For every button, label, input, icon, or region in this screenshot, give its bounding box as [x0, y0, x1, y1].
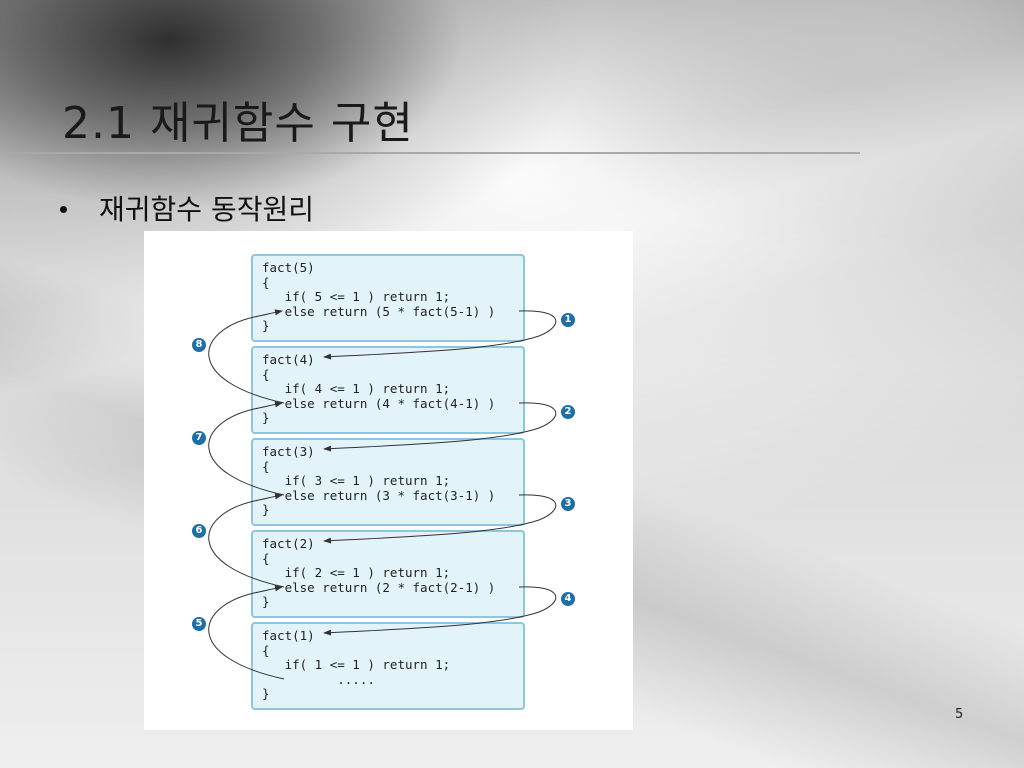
call-frame-fact2: fact(2) { if( 2 <= 1 ) return 1; else re…: [251, 530, 525, 618]
code-line: {: [262, 550, 270, 566]
bullet-item: 재귀함수 동작원리: [60, 188, 314, 228]
call-arrow-1: [323, 310, 557, 360]
return-arrow-5: [208, 585, 285, 680]
flow-arrows: [208, 309, 557, 680]
code-line: if( 5 <= 1 ) return 1;: [262, 289, 451, 304]
page-number: 5: [955, 707, 964, 722]
code-line: fact(2): [262, 536, 315, 551]
step-badge-2: 2: [561, 405, 575, 419]
code-line: fact(5): [262, 260, 315, 275]
call-arrow-3: [323, 494, 557, 544]
title-underline: [0, 152, 860, 154]
code-line: }: [262, 594, 270, 609]
code-line: else return (4 * fact(4-1) ): [262, 395, 496, 411]
step-badge-4: 4: [561, 592, 575, 606]
code-line: else return (3 * fact(3-1) ): [262, 487, 496, 503]
slide-title: 2.1 재귀함수 구현: [62, 98, 414, 149]
code-line: }: [262, 502, 270, 517]
code-line: fact(1): [262, 628, 315, 643]
call-frame-fact3: fact(3) { if( 3 <= 1 ) return 1; else re…: [251, 438, 525, 526]
step-badge-6: 6: [192, 524, 206, 538]
call-arrow-2: [323, 402, 557, 452]
code-line: .....: [262, 671, 375, 687]
code-line: {: [262, 458, 270, 474]
step-badge-8: 8: [192, 338, 206, 352]
code-line: if( 1 <= 1 ) return 1;: [262, 657, 451, 672]
return-arrow-8: [208, 309, 285, 404]
bullet-dot-icon: [60, 205, 67, 213]
code-line: fact(4): [262, 352, 315, 367]
code-line: }: [262, 318, 270, 333]
return-arrow-6: [208, 493, 285, 588]
call-frame-fact1: fact(1) { if( 1 <= 1 ) return 1; ..... }: [251, 622, 525, 710]
step-badge-3: 3: [561, 497, 575, 511]
code-line: else return (5 * fact(5-1) ): [262, 303, 496, 319]
call-arrow-4: [323, 586, 557, 636]
code-line: {: [262, 274, 270, 290]
code-line: {: [262, 642, 270, 658]
step-badge-1: 1: [561, 313, 575, 327]
code-line: if( 3 <= 1 ) return 1;: [262, 473, 451, 488]
code-line: }: [262, 410, 270, 425]
call-frame-fact5: fact(5) { if( 5 <= 1 ) return 1; else re…: [251, 254, 525, 342]
return-arrow-7: [208, 401, 285, 496]
call-frame-fact4: fact(4) { if( 4 <= 1 ) return 1; else re…: [251, 346, 525, 434]
code-line: if( 2 <= 1 ) return 1;: [262, 565, 451, 580]
code-line: else return (2 * fact(2-1) ): [262, 579, 496, 595]
code-line: {: [262, 366, 270, 382]
code-line: fact(3): [262, 444, 315, 459]
step-badge-7: 7: [192, 431, 206, 445]
recursion-diagram: fact(5) { if( 5 <= 1 ) return 1; else re…: [144, 231, 633, 730]
step-badge-5: 5: [192, 617, 206, 631]
code-line: if( 4 <= 1 ) return 1;: [262, 381, 451, 396]
bullet-text: 재귀함수 동작원리: [99, 193, 314, 226]
code-line: }: [262, 686, 270, 701]
